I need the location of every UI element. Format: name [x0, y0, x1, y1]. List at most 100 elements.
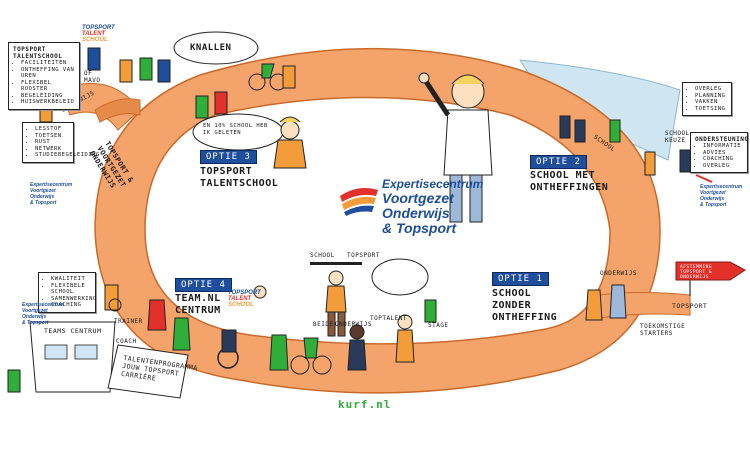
note-right-list: Overleg Planning Vakken Toetsing: [687, 86, 727, 112]
list-item: Informatie: [703, 143, 743, 150]
sign-label: Afstemming topsport & onderwijs: [680, 265, 713, 280]
option-3-tag: Optie 3: [200, 150, 257, 164]
person-body: [347, 339, 367, 371]
list-item: Flexibel rooster: [21, 80, 75, 93]
note-rightlow: Ondersteuning Informatie Advies Coaching…: [690, 132, 748, 173]
note-topleft-list: Faciliteiten Ontheffing van uren Flexibe…: [13, 60, 75, 106]
option-3-text: Topsport talentschool: [200, 166, 279, 189]
mini-logo-line-4: & Topsport: [22, 320, 49, 326]
option-1-tag: Optie 1: [492, 272, 549, 286]
building-window-1: [44, 344, 68, 360]
list-item: Vakken: [695, 99, 727, 106]
ts-line-2: TALENT: [228, 296, 252, 302]
sign-arrow: [675, 261, 746, 281]
wheelchair-wheel: [108, 298, 122, 312]
note-right: Overleg Planning Vakken Toetsing: [682, 82, 732, 116]
list-item: Rust: [35, 139, 69, 146]
mavo-label: Of mavo: [84, 70, 101, 84]
list-item: Toetsen: [35, 133, 69, 140]
swoosh-orange: [342, 196, 376, 210]
right-flag: [695, 174, 713, 183]
ts-line-1: TOPSPORT: [82, 25, 115, 31]
person-body: [282, 65, 296, 89]
runner-head: [397, 314, 413, 330]
lifter-leg: [327, 311, 336, 337]
mini-logo-line-3: Onderwijs: [30, 194, 55, 200]
bike-wheel: [312, 355, 332, 375]
runner-body: [395, 329, 415, 363]
speech-label: En 10% school heb ik geleten: [203, 123, 268, 136]
bike-wheel: [290, 355, 310, 375]
wheelchair-user: [221, 329, 237, 353]
note-left-list: Lesstof Toetsen Rust Netwerk Studiebegel…: [27, 126, 99, 159]
beide-label: Beide: [313, 321, 334, 328]
mini-logo-line-4: & Topsport: [700, 202, 727, 208]
ts-line-1: TOPSPORT: [228, 290, 261, 296]
bike-wheel: [248, 73, 266, 91]
note-lowleft-list: Kwaliteit Flexibele school Samenwerking …: [43, 276, 96, 309]
toekomst-label: Toekomstige starters: [640, 323, 686, 337]
toptalent-label: Toptalent: [370, 315, 408, 322]
footer-credit: kurf.nl: [338, 398, 392, 411]
school-keuze-label: School keuze: [665, 130, 690, 144]
topsport-label: Topsport: [347, 252, 380, 259]
option-4-tag: Optie 4: [175, 278, 232, 292]
onderwijs-right-label: Onderwijs: [600, 270, 638, 277]
person-head: [253, 285, 267, 299]
person-body: [172, 317, 191, 351]
woman-hair: [279, 116, 301, 123]
mini-logo-line-3: Onderwijs: [700, 196, 725, 202]
option-2-text: School met ontheffingen: [530, 170, 609, 193]
figure-group: [7, 47, 693, 393]
mini-logo-line-2: Voortgezet: [30, 188, 56, 194]
mini-logo-line-1: Expertisecentrum: [700, 184, 743, 190]
knallen-bubble: [173, 31, 259, 65]
logo-line-4: & Topsport: [382, 220, 457, 236]
list-item: Huiswerkbeleid: [21, 99, 75, 106]
person-body: [609, 284, 627, 319]
option-1-text: School zonder ontheffing: [492, 288, 558, 323]
swoosh-red: [340, 188, 378, 202]
person-body: [644, 151, 656, 176]
list-item: Begeleiding: [21, 93, 75, 100]
doctor-coat: [443, 109, 493, 176]
ts-line-3: SCHOOL: [228, 302, 254, 308]
mini-logo-right: Expertisecentrum Voortgezet Onderwijs & …: [700, 184, 742, 208]
logo-line-1: Expertisecentrum: [382, 177, 484, 191]
topsport-logo-top: TOPSPORT TALENT SCHOOL: [82, 25, 115, 43]
stage-label: Stage: [428, 322, 449, 329]
person-body: [195, 95, 209, 119]
person-body: [87, 47, 101, 71]
person-body: [119, 59, 133, 83]
mini-logo-line-1: Expertisecentrum: [30, 182, 73, 188]
list-item: Faciliteiten: [21, 60, 75, 67]
list-item: Toetsing: [695, 106, 727, 113]
person-body: [585, 289, 603, 321]
talent-sign: [107, 344, 189, 399]
person-body: [609, 119, 621, 143]
logo-swoosh-svg: [340, 188, 378, 216]
trainer-label: Trainer: [114, 318, 143, 325]
person-body: [7, 369, 21, 393]
list-item: Studiebegeleiding: [35, 152, 99, 159]
topsport-logo-bottom: TOPSPORT TALENT SCHOOL: [228, 290, 261, 308]
knallen-label: Knallen: [190, 43, 232, 53]
mini-logo-left: Expertisecentrum Voortgezet Onderwijs & …: [30, 182, 72, 206]
topsport-right-label: Topsport: [672, 302, 708, 310]
doctor-leg-right: [469, 174, 483, 223]
note-lowleft: Kwaliteit Flexibele school Samenwerking …: [38, 272, 96, 313]
person-body: [424, 299, 437, 323]
list-item: Netwerk: [35, 146, 69, 153]
list-item: Overleg: [703, 163, 743, 170]
list-item: Overleg: [695, 86, 727, 93]
logo-line-3: Onderwijs: [382, 205, 450, 221]
list-item: Kwaliteit: [51, 276, 91, 283]
option-2-tag: Optie 2: [530, 155, 587, 169]
option-4-text: Team.nl centrum: [175, 293, 221, 316]
doctor-arm: [422, 78, 451, 117]
person-body: [269, 334, 289, 371]
oval-track: [94, 47, 661, 394]
school-label: School: [310, 252, 335, 259]
note-rightlow-list: Informatie Advies Coaching Overleg: [695, 143, 743, 169]
list-item: Coaching: [703, 156, 743, 163]
